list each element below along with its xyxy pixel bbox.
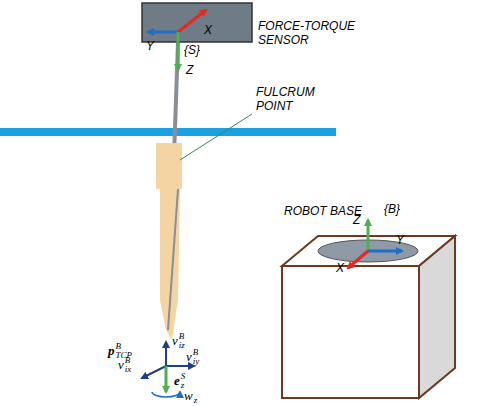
symbol: v (118, 357, 124, 373)
symbol: p (108, 343, 115, 359)
sensor-body (142, 3, 252, 42)
axis-arrow (367, 220, 370, 251)
velocity-arrow (142, 366, 166, 378)
part-label: ROBOT BASE (284, 205, 362, 219)
superscript: B (193, 348, 200, 357)
symbol: e (174, 373, 180, 389)
subscript: ix (125, 365, 132, 374)
axis-label: Z (186, 64, 193, 78)
axis-arrow (178, 10, 206, 32)
axis-label: Y (146, 40, 154, 54)
axis-arrow (177, 32, 180, 70)
symbol: v (186, 349, 192, 365)
tool-body (160, 189, 180, 340)
base-front (282, 266, 419, 398)
part-label: FORCE-TORQUE SENSOR (258, 20, 358, 48)
axis-label: Y (396, 234, 404, 248)
symbol: v (172, 333, 178, 349)
index-stack: Biy (193, 348, 200, 366)
superscript: B (125, 356, 132, 365)
superscript: S (181, 372, 186, 381)
abdominal-wall (0, 128, 336, 136)
velocity-arrow (165, 342, 167, 366)
leader-line (180, 114, 252, 160)
index-stack: Biz (179, 332, 185, 350)
instrument-shaft (168, 189, 178, 330)
symbol: w (184, 388, 193, 404)
axis-arrow (368, 250, 402, 253)
axis-arrow (165, 366, 168, 392)
frame-label: {B} (384, 203, 400, 217)
axis-label: Z (353, 214, 360, 228)
superscript: B (179, 332, 185, 341)
index-stack: Sz (181, 372, 186, 390)
rotation-arrow (152, 392, 180, 397)
symbol-label: vBiz (172, 332, 185, 350)
axis-label: X (336, 262, 344, 276)
subscript: iy (193, 357, 200, 366)
index-stack: z (194, 387, 198, 405)
superscript (194, 387, 198, 396)
symbol-label: vBiy (186, 348, 199, 366)
axis-arrow (148, 31, 178, 34)
symbol-label: wz (184, 387, 197, 405)
frame-label: {S} (184, 44, 200, 58)
velocity-arrow (166, 365, 194, 367)
axis-label: X (204, 24, 212, 38)
symbol-label: vBix (118, 356, 131, 374)
subscript: iz (179, 341, 185, 350)
axis-arrow (348, 251, 368, 268)
subscript: z (194, 396, 198, 405)
symbol-label: eSz (174, 372, 185, 390)
index-stack: Bix (125, 356, 132, 374)
part-label: FULCRUM POINT (256, 86, 318, 114)
trocar (156, 143, 182, 189)
base-side (419, 236, 455, 398)
superscript: B (116, 342, 133, 351)
